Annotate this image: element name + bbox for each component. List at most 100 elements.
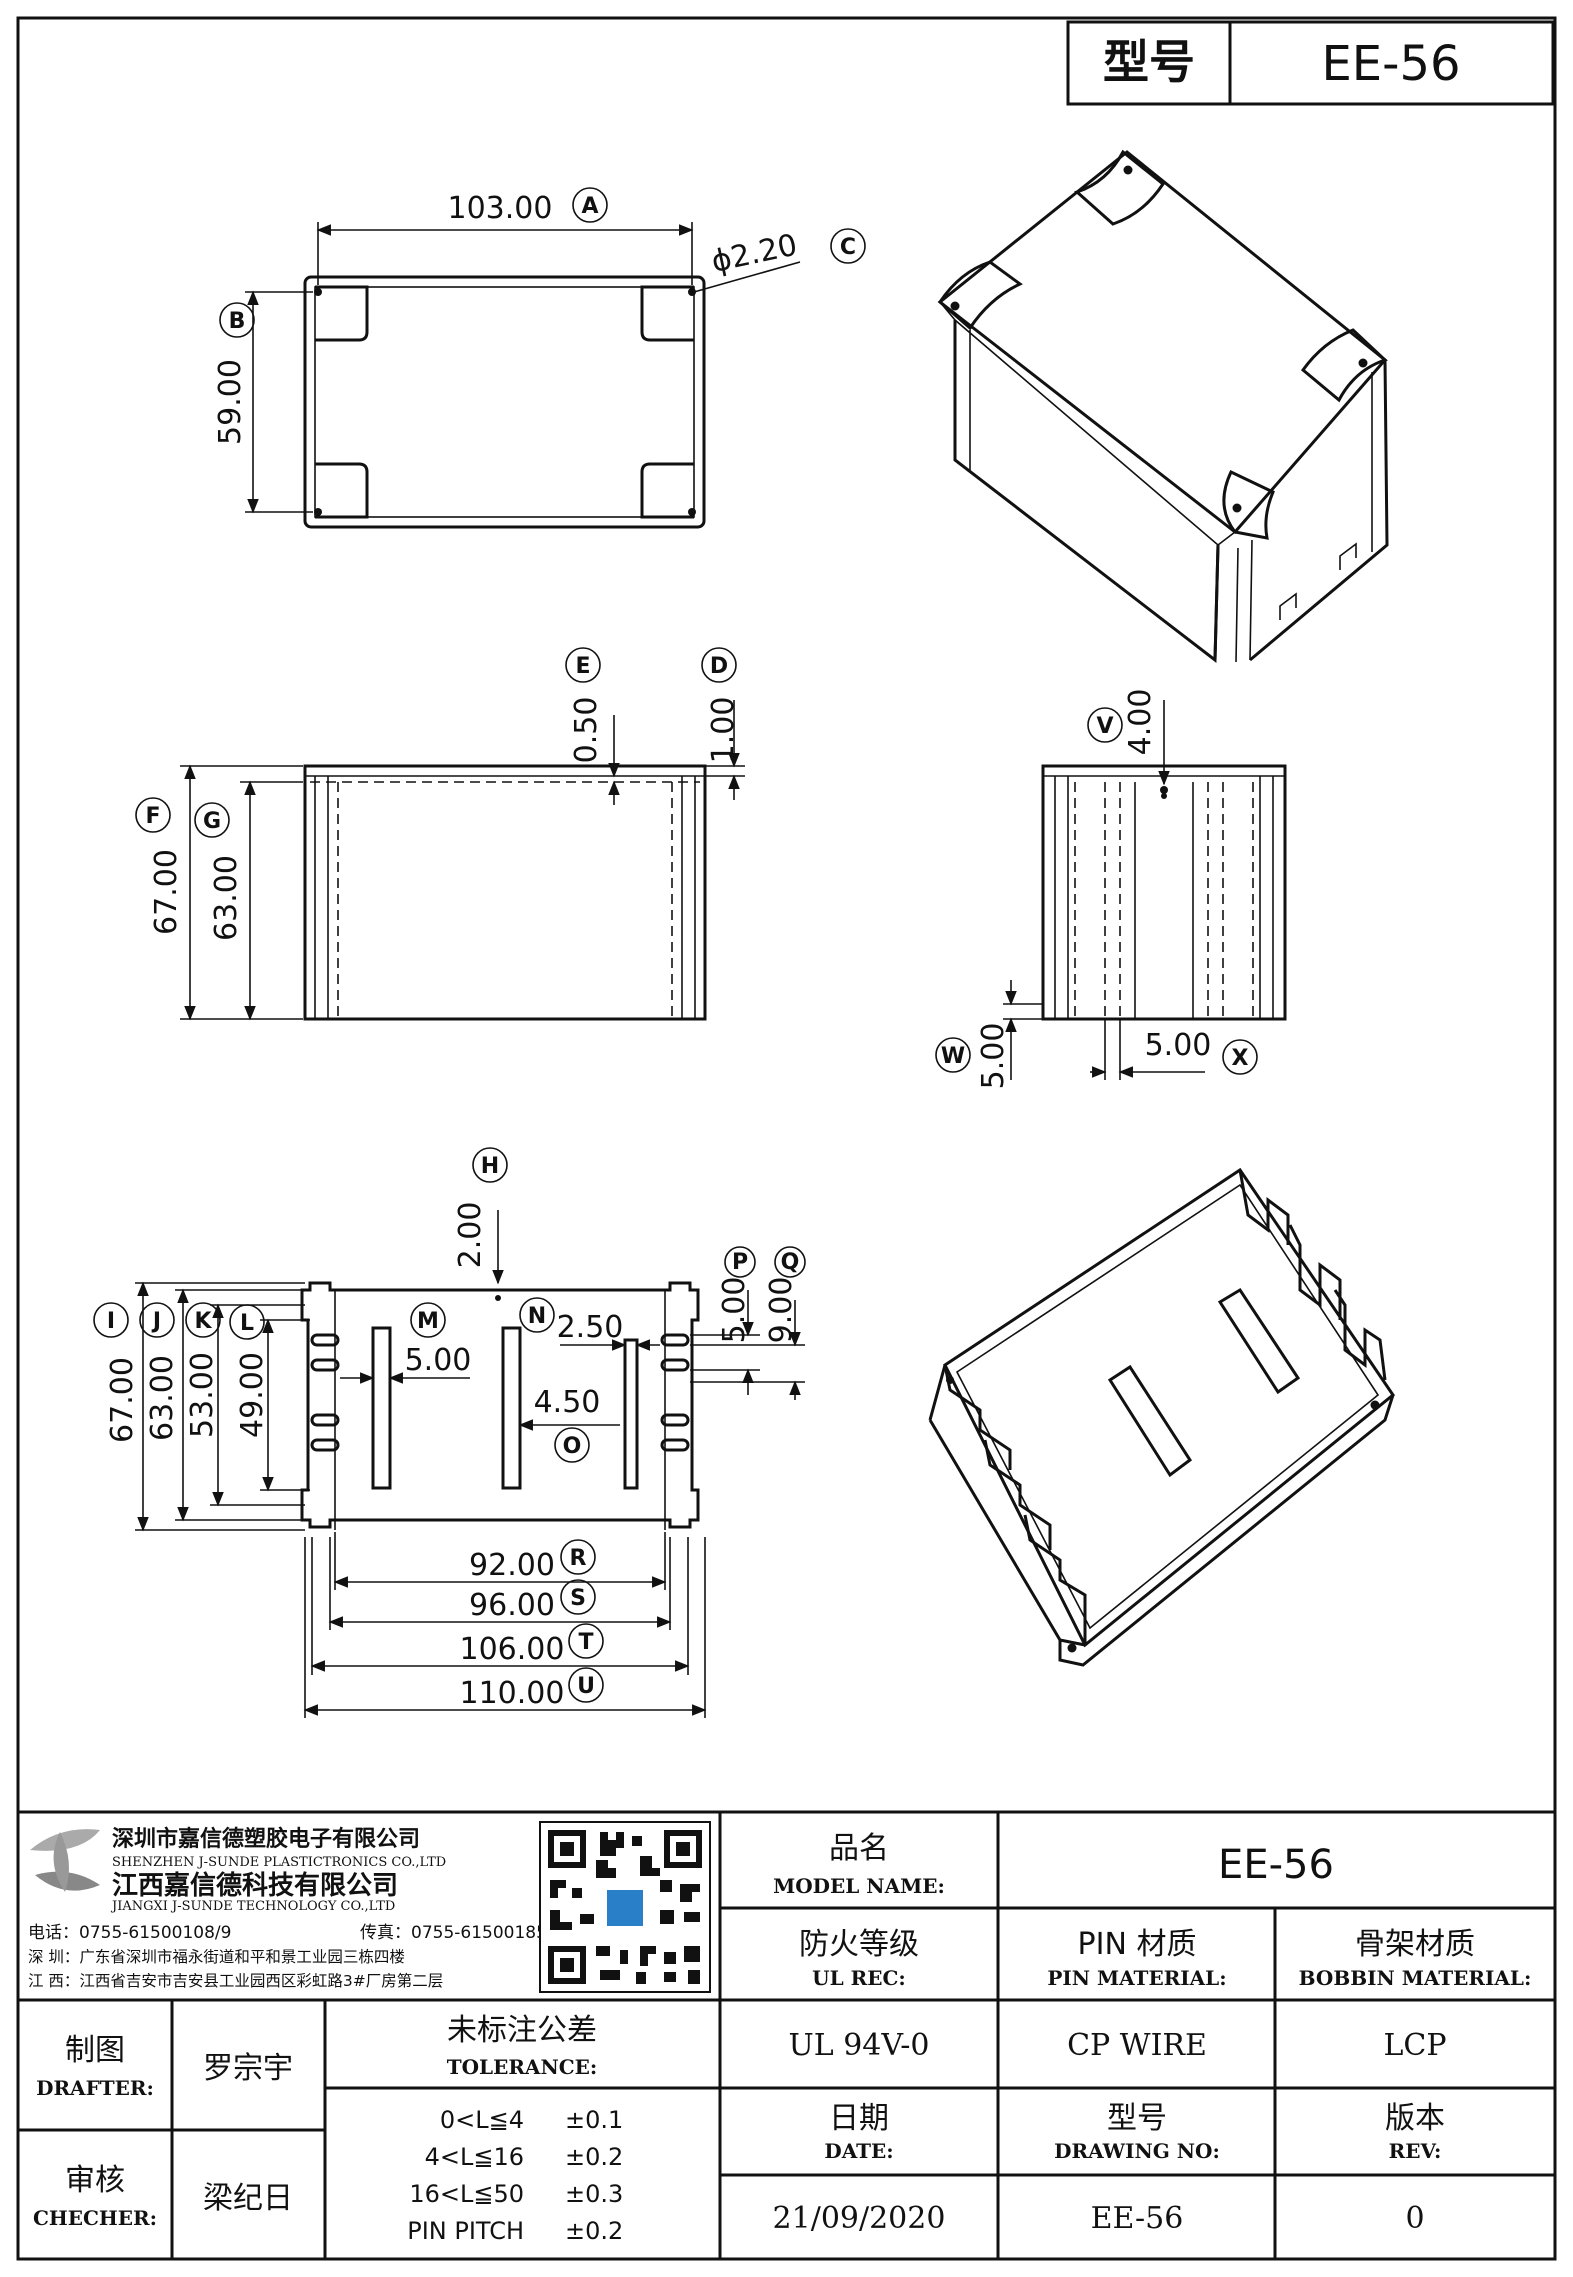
dim-t-value: 106.00	[460, 1632, 565, 1667]
date-en: DATE:	[824, 2139, 893, 2163]
label-n: N	[528, 1304, 546, 1329]
tolerance-range: 0<L≦4	[440, 2106, 524, 2134]
label-w: W	[941, 1044, 965, 1069]
dim-o-value: 4.50	[534, 1385, 601, 1420]
tolerance-range: 4<L≦16	[425, 2143, 524, 2171]
label-f: F	[145, 804, 160, 829]
drawing-no-cn: 型号	[1107, 2101, 1167, 2136]
drawing-no-value: EE-56	[1091, 2201, 1184, 2236]
dim-m-value: 5.00	[405, 1343, 472, 1378]
label-e: E	[575, 654, 590, 679]
bobbin-material-value: LCP	[1383, 2028, 1446, 2063]
company-fax: 传真：0755-61500185	[360, 1923, 547, 1943]
model-value: EE-56	[1321, 36, 1460, 92]
bobbin-material-en: BOBBIN MATERIAL:	[1299, 1966, 1532, 1990]
label-h: H	[481, 1154, 499, 1179]
company-name-cn-2: 江西嘉信德科技有限公司	[112, 1871, 398, 1901]
label-x: X	[1232, 1046, 1249, 1071]
company-addr-jiangxi: 江 西：江西省吉安市吉安县工业园西区彩虹路3#厂房第二层	[28, 1972, 443, 1990]
checker-name: 梁纪日	[203, 2181, 293, 2216]
model-name-cn: 品名	[829, 1831, 889, 1866]
ul-rec-value: UL 94V-0	[788, 2028, 929, 2063]
tolerance-cn: 未标注公差	[447, 2013, 597, 2048]
dim-d-value: 1.00	[706, 697, 741, 764]
dim-n-value: 2.50	[557, 1310, 624, 1345]
company-phone: 电话：0755-61500108/9	[28, 1923, 231, 1943]
tolerance-value: ±0.2	[565, 2217, 623, 2245]
dim-i-value: 67.00	[105, 1357, 140, 1443]
qr-logo-icon	[607, 1890, 643, 1926]
side-view: 1.00 D 0.50 E 67.00 F 63.00 G	[135, 647, 745, 1021]
tolerance-en: TOLERANCE:	[447, 2055, 598, 2079]
checker-cn: 审核	[65, 2163, 125, 2198]
rev-cn: 版本	[1385, 2101, 1445, 2136]
label-q: Q	[781, 1250, 800, 1275]
label-u: U	[577, 1674, 595, 1699]
label-j: J	[151, 1309, 161, 1334]
pin-material-value: CP WIRE	[1067, 2028, 1207, 2063]
tolerance-value: ±0.1	[565, 2106, 623, 2134]
pin-material-cn: PIN 材质	[1078, 1927, 1197, 1962]
dim-r-value: 92.00	[469, 1548, 555, 1583]
label-d: D	[710, 654, 728, 679]
title-block: 型号 EE-56	[1066, 20, 1555, 106]
model-name-value: EE-56	[1218, 1842, 1334, 1888]
dim-w-value: 5.00	[976, 1023, 1011, 1090]
dim-c-value: ϕ2.20	[708, 228, 800, 280]
model-label: 型号	[1103, 35, 1195, 89]
dim-g-value: 63.00	[209, 855, 244, 941]
label-k: K	[194, 1309, 212, 1334]
company-name-en-1: SHENZHEN J-SUNDE PLASTICTRONICS CO.,LTD	[112, 1855, 446, 1870]
label-i: I	[107, 1309, 115, 1334]
label-s: S	[570, 1586, 586, 1611]
dim-e-value: 0.50	[569, 697, 604, 764]
label-b: B	[229, 309, 246, 334]
ul-rec-cn: 防火等级	[799, 1927, 919, 1962]
label-p: P	[732, 1250, 748, 1275]
label-l: L	[240, 1311, 254, 1336]
tolerance-value: ±0.2	[565, 2143, 623, 2171]
drawing-no-en: DRAWING NO:	[1054, 2139, 1220, 2163]
rev-value: 0	[1405, 2201, 1424, 2236]
dim-l-value: 49.00	[235, 1352, 270, 1438]
iso-view-bottom	[928, 1167, 1396, 1667]
dim-p-value: 5.00	[717, 1277, 752, 1344]
dim-x-value: 5.00	[1145, 1028, 1212, 1063]
drafter-cn: 制图	[65, 2033, 125, 2068]
label-g: G	[203, 809, 221, 834]
dim-a-value: 103.00	[448, 191, 553, 226]
ul-rec-en: UL REC:	[812, 1966, 906, 1990]
tolerance-range: 16<L≦50	[409, 2180, 524, 2208]
date-value: 21/09/2020	[773, 2201, 946, 2236]
tolerance-value: ±0.3	[565, 2180, 623, 2208]
tolerance-range: PIN PITCH	[407, 2217, 524, 2245]
pin-material-en: PIN MATERIAL:	[1047, 1966, 1226, 1990]
info-block: 深圳市嘉信德塑胶电子有限公司 SHENZHEN J-SUNDE PLASTICT…	[18, 1810, 1555, 2259]
dim-v-value: 4.00	[1123, 689, 1158, 756]
label-c: C	[840, 235, 856, 260]
dim-k-value: 53.00	[185, 1352, 220, 1438]
company-name-en-2: JIANGXI J-SUNDE TECHNOLOGY CO.,LTD	[110, 1899, 395, 1914]
dim-j-value: 63.00	[145, 1355, 180, 1441]
iso-view-top	[937, 149, 1389, 663]
label-r: R	[570, 1546, 587, 1571]
rev-en: REV:	[1389, 2139, 1442, 2163]
drafter-name: 罗宗宇	[203, 2051, 293, 2086]
company-name-cn-1: 深圳市嘉信德塑胶电子有限公司	[112, 1826, 420, 1852]
dim-q-value: 9.00	[764, 1277, 799, 1344]
label-a: A	[581, 194, 598, 219]
dim-b-value: 59.00	[213, 359, 248, 445]
sheet-border	[16, 16, 1557, 2261]
company-addr-shenzhen: 深 圳：广东省深圳市福永街道和平和景工业园三栋四楼	[28, 1948, 405, 1966]
label-t: T	[578, 1630, 593, 1655]
model-name-en: MODEL NAME:	[773, 1874, 945, 1898]
end-view: 4.00 V 5.00 W 5.00 X	[935, 689, 1287, 1090]
qr-code	[539, 1821, 711, 1993]
label-o: O	[563, 1434, 582, 1459]
dim-f-value: 67.00	[149, 849, 184, 935]
label-v: V	[1096, 714, 1113, 739]
label-m: M	[417, 1309, 439, 1334]
dim-u-value: 110.00	[460, 1676, 565, 1711]
company-logo	[30, 1829, 100, 1892]
